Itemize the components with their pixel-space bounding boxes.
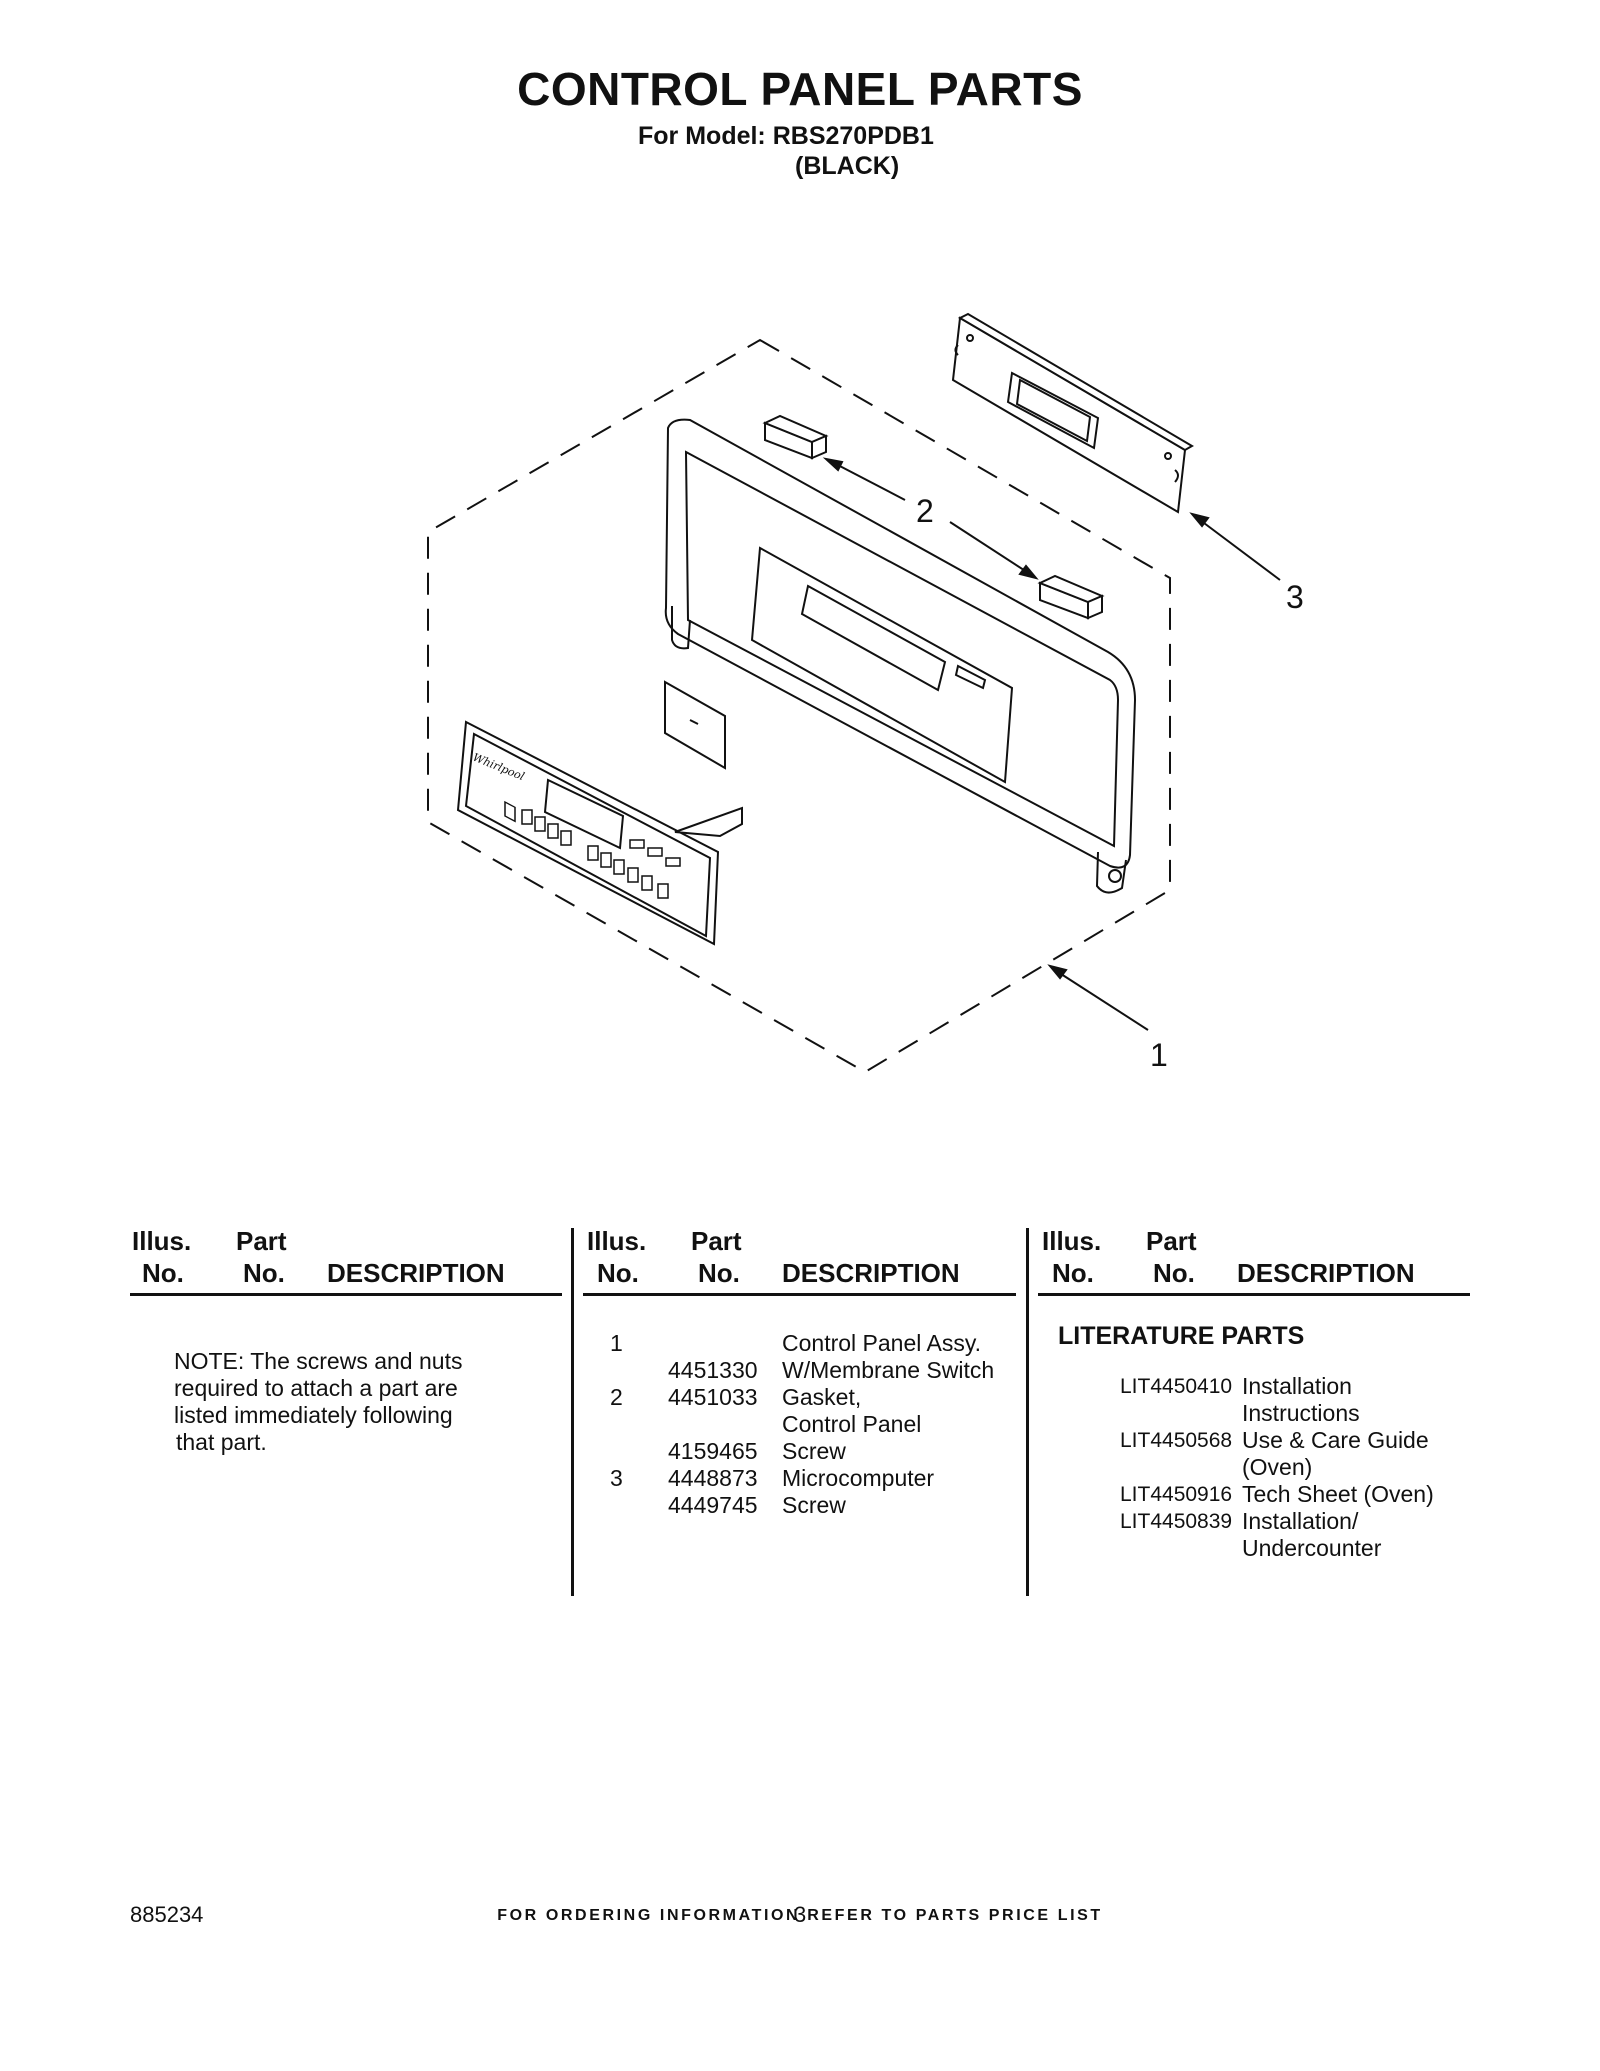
col2-illus-header-bottom: No. — [597, 1258, 639, 1288]
gasket-upper — [762, 414, 829, 460]
literature-description: Tech Sheet (Oven) — [1242, 1481, 1434, 1507]
note-line: listed immediately following — [174, 1402, 453, 1428]
literature-parts-heading: LITERATURE PARTS — [1058, 1322, 1305, 1350]
model-line: For Model: RBS270PDB1 — [638, 122, 934, 150]
col3-header-rule — [1038, 1293, 1470, 1296]
parts-list: 1 Control Panel Assy. 4451330 W/Membrane… — [606, 1330, 1026, 1519]
table-row: 4451330 W/Membrane Switch — [606, 1357, 1026, 1384]
table-row: 4159465 Screw — [606, 1438, 1026, 1465]
table-row: Control Panel — [606, 1411, 1026, 1438]
literature-description: Installation — [1242, 1373, 1352, 1399]
literature-row: Undercounter — [1100, 1535, 1470, 1562]
part-description: W/Membrane Switch — [782, 1357, 995, 1383]
membrane-switch-overlay — [456, 720, 743, 946]
col2-header-rule — [583, 1293, 1016, 1296]
page-title: CONTROL PANEL PARTS — [517, 63, 1083, 115]
literature-description: (Oven) — [1242, 1454, 1313, 1480]
callout-1: 1 — [1150, 1037, 1168, 1073]
col2-part-header-bottom: No. — [698, 1258, 740, 1288]
assembly-dashed-outline — [427, 338, 1171, 1074]
literature-row: LIT4450410 Installation — [1100, 1373, 1470, 1400]
note-line: NOTE: The screws and nuts — [174, 1348, 463, 1374]
exploded-parts-diagram: Whirlpool 2 3 1 — [427, 312, 1304, 1074]
literature-row: LIT4450839 Installation/ — [1100, 1508, 1470, 1535]
illus-number: 3 — [610, 1465, 623, 1491]
literature-description: Installation/ — [1242, 1508, 1359, 1534]
literature-row: LIT4450916 Tech Sheet (Oven) — [1100, 1481, 1470, 1508]
table-row: 4449745 Screw — [606, 1492, 1026, 1519]
note-line: that part. — [176, 1429, 267, 1455]
part-description: Control Panel — [782, 1411, 922, 1437]
callout-leaders — [822, 457, 1281, 1031]
col1-part-header-top: Part — [236, 1226, 287, 1256]
illus-number: 2 — [610, 1384, 623, 1410]
literature-row: LIT4450568 Use & Care Guide — [1100, 1427, 1470, 1454]
col2-part-header-top: Part — [691, 1226, 742, 1256]
control-panel-assy — [664, 418, 1137, 894]
part-number: 4159465 — [668, 1438, 758, 1464]
callout-2: 2 — [916, 493, 934, 529]
illus-number: 1 — [610, 1330, 623, 1356]
note-block: NOTE: The screws and nuts required to at… — [174, 1348, 462, 1456]
part-description: Gasket, — [782, 1384, 862, 1410]
col3-illus-header-bottom: No. — [1052, 1258, 1094, 1288]
part-description: Screw — [782, 1492, 846, 1518]
col1-header-rule — [130, 1293, 562, 1296]
col3-description-header: DESCRIPTION — [1237, 1258, 1415, 1288]
literature-part-number: LIT4450410 — [1120, 1375, 1233, 1398]
document-number: 885234 — [130, 1902, 204, 1927]
gasket-lower — [1037, 574, 1105, 620]
part-description: Microcomputer — [782, 1465, 935, 1491]
col1-description-header: DESCRIPTION — [327, 1258, 505, 1288]
part-description: Control Panel Assy. — [782, 1330, 982, 1356]
table-row: 2 4451033 Gasket, — [606, 1384, 1026, 1411]
literature-part-number: LIT4450839 — [1120, 1510, 1233, 1533]
part-number: 4449745 — [668, 1492, 758, 1518]
table-row: 3 4448873 Microcomputer — [606, 1465, 1026, 1492]
table-row: 1 Control Panel Assy. — [606, 1330, 1026, 1357]
literature-row: (Oven) — [1100, 1454, 1470, 1481]
bracket-card — [664, 680, 726, 770]
color-line: (BLACK) — [795, 152, 900, 180]
note-line: required to attach a part are — [174, 1375, 458, 1401]
column-divider-1 — [571, 1228, 574, 1596]
page-number: 3 — [794, 1902, 807, 1927]
col1-part-header-bottom: No. — [243, 1258, 285, 1288]
part-number: 4451330 — [668, 1357, 758, 1383]
col1-illus-header-bottom: No. — [142, 1258, 184, 1288]
col3-illus-header-top: Illus. — [1042, 1226, 1102, 1256]
column-divider-2 — [1026, 1228, 1029, 1596]
part-number: 4448873 — [668, 1465, 758, 1491]
literature-description: Use & Care Guide — [1242, 1427, 1429, 1453]
col2-illus-header-top: Illus. — [587, 1226, 647, 1256]
literature-part-number: LIT4450916 — [1120, 1483, 1233, 1506]
callout-3: 3 — [1286, 579, 1304, 615]
literature-description: Undercounter — [1242, 1535, 1382, 1561]
literature-description: Instructions — [1242, 1400, 1360, 1426]
part-number: 4451033 — [668, 1384, 758, 1410]
microcomputer-board — [951, 312, 1194, 514]
col3-part-header-top: Part — [1146, 1226, 1197, 1256]
literature-part-number: LIT4450568 — [1120, 1429, 1233, 1452]
literature-row: Instructions — [1100, 1400, 1470, 1427]
col3-part-header-bottom: No. — [1153, 1258, 1195, 1288]
col1-illus-header-top: Illus. — [132, 1226, 192, 1256]
part-description: Screw — [782, 1438, 846, 1464]
ordering-footer: FOR ORDERING INFORMATION REFER TO PARTS … — [497, 1907, 1103, 1924]
literature-list: LIT4450410 Installation Instructions LIT… — [1100, 1373, 1470, 1562]
col2-description-header: DESCRIPTION — [782, 1258, 960, 1288]
